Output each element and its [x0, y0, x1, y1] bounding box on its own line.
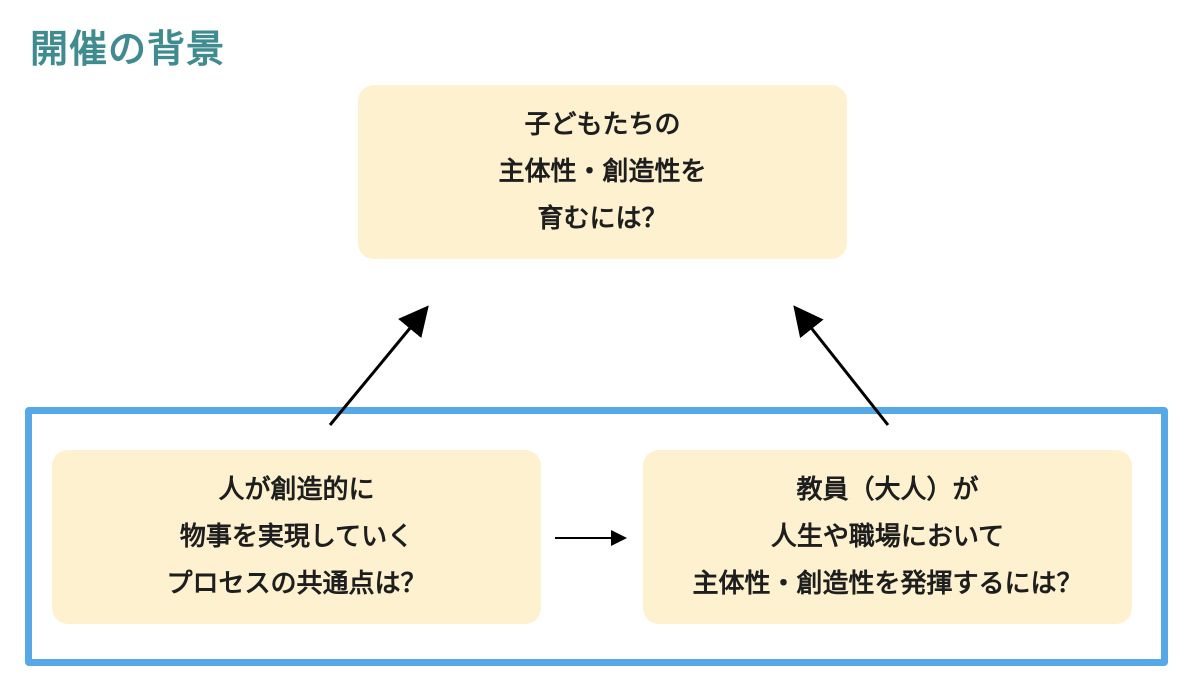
right-box-line-3: 主体性・創造性を発揮するには？ — [692, 568, 1083, 599]
top-question-box: 子どもたちの 主体性・創造性を 育むには？ — [358, 85, 847, 259]
left-box-line-3: プロセスの共通点は？ — [166, 568, 427, 599]
top-box-line-2: 主体性・創造性を — [498, 156, 707, 187]
top-box-line-3: 育むには？ — [537, 203, 668, 234]
right-box-line-1: 教員（大人）が — [796, 474, 979, 505]
right-box-line-2: 人生や職場において — [770, 521, 1005, 552]
left-box-line-2: 物事を実現していく — [179, 521, 414, 552]
left-question-box: 人が創造的に 物事を実現していく プロセスの共通点は？ — [52, 450, 541, 624]
top-box-line-1: 子どもたちの — [524, 109, 681, 140]
right-question-box: 教員（大人）が 人生や職場において 主体性・創造性を発揮するには？ — [643, 450, 1132, 624]
left-box-line-1: 人が創造的に — [218, 474, 375, 505]
page-title: 開催の背景 — [30, 27, 226, 71]
